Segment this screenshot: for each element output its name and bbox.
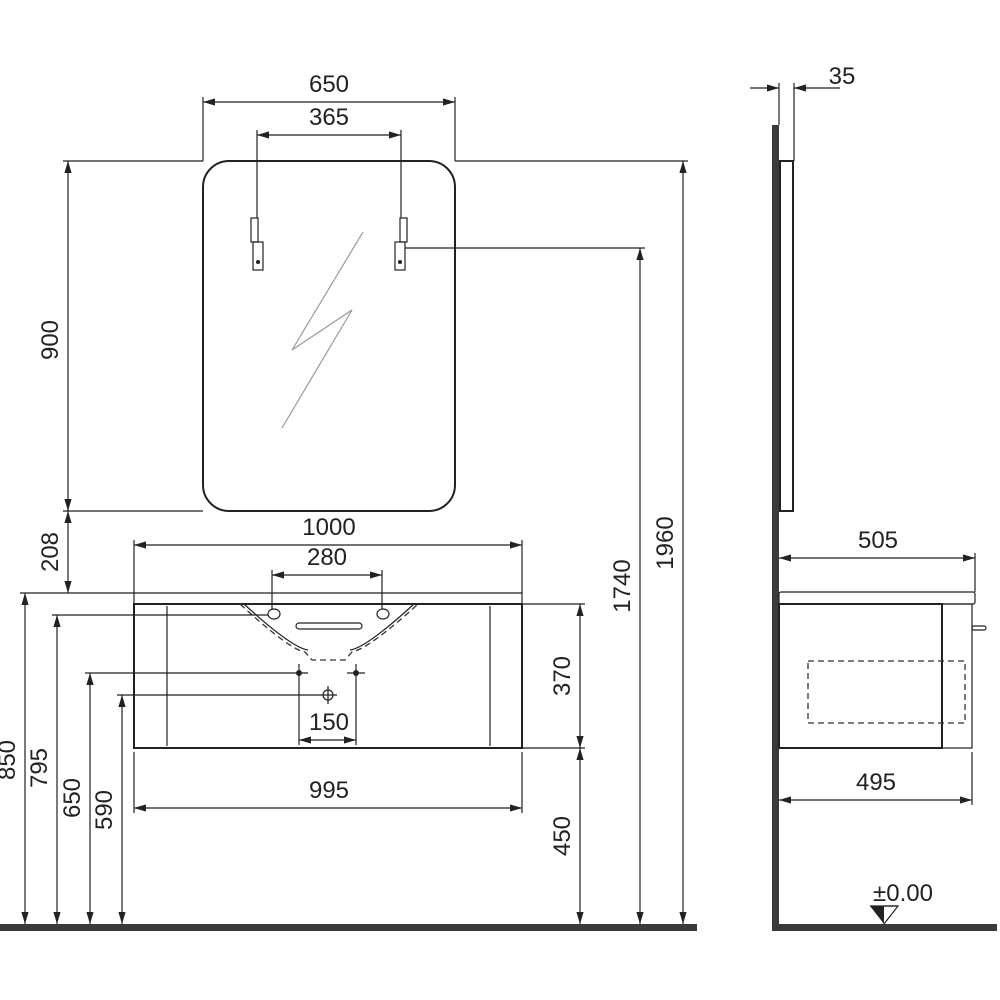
dim-basin-depth: 505	[858, 527, 898, 554]
mirror-front	[202, 160, 456, 512]
dim-waste-height: 590	[91, 790, 118, 830]
dim-mirror-width: 650	[309, 71, 349, 98]
wall-side	[772, 125, 779, 931]
floor-level-marker-icon	[870, 905, 900, 925]
dim-cabinet-depth: 495	[856, 769, 896, 796]
supply-point-left	[290, 664, 308, 682]
dim-cabinet-bottom-height: 450	[549, 816, 576, 856]
floor-level-label: ±0.00	[873, 880, 933, 907]
dim-cabinet-height: 370	[549, 656, 576, 696]
floor-side	[772, 924, 997, 931]
handle-icon	[971, 625, 987, 631]
dim-cabinet-width: 995	[309, 777, 349, 804]
dim-tap-height: 795	[26, 748, 53, 788]
dim-mirror-height: 900	[37, 320, 64, 360]
dim-hanger-height: 1740	[609, 559, 636, 612]
supply-point-right	[347, 664, 365, 682]
hanger-right	[394, 217, 408, 271]
waste-point	[319, 686, 337, 704]
dim-hanger-spacing: 365	[309, 104, 349, 131]
dim-tap-hole-spacing: 280	[307, 544, 347, 571]
dim-mirror-gap: 208	[37, 532, 64, 572]
dim-mirror-top-height: 1960	[652, 516, 679, 569]
dim-waste-spacing: 150	[309, 709, 349, 736]
dim-supply-height: 650	[59, 778, 86, 818]
dim-basin-top-height: 850	[0, 740, 21, 780]
vanity-front	[133, 592, 523, 749]
floor-front	[0, 924, 697, 931]
dim-mirror-depth: 35	[829, 63, 856, 90]
dim-basin-width: 1000	[302, 514, 355, 541]
vanity-side	[778, 591, 987, 749]
mirror-side	[779, 160, 794, 512]
hanger-left	[250, 217, 264, 271]
